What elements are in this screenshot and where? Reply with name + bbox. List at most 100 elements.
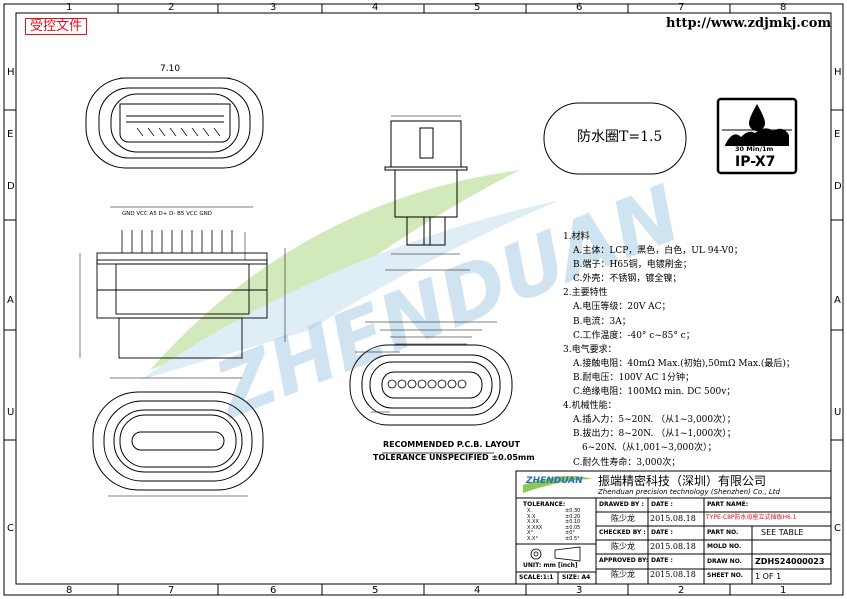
note-line: B.电流：3A； (573, 316, 631, 327)
right-ruler-letter-4: U (834, 407, 842, 418)
part-no-value: SEE TABLE (761, 528, 804, 537)
ip-x7-badge (716, 97, 798, 175)
bottom-ruler-number-7: 1 (780, 585, 787, 596)
bottom-ruler-number-6: 2 (678, 585, 685, 596)
tolerance-key: X.X° (527, 535, 538, 542)
note-line: 4.机械性能： (563, 401, 617, 412)
front-view (92, 377, 264, 497)
tolerance-value: ±0.05 (565, 524, 581, 531)
scale-label: SCALE:1:1 (519, 574, 554, 581)
part-no-label: PART NO. (707, 529, 739, 536)
tolerance-key: X. (527, 508, 533, 514)
date-value-2: 2015.08.18 (650, 542, 696, 551)
side-view (79, 206, 286, 359)
top-ruler-number-5: 6 (576, 2, 583, 13)
ip-badge-time: 30 Min/1m (733, 145, 776, 153)
note-line: B.耐电压：100V AC 1分钟； (573, 372, 694, 383)
tolerance-key: X.XX (527, 519, 539, 525)
pcb-tolerance-note: TOLERANCE UNSPECIFIED ±0.05mm (373, 453, 535, 462)
left-ruler-letter-2: D (7, 181, 15, 192)
top-view-dimension: 7.10 (160, 64, 181, 74)
approved-by-label: APPROVED BY: (599, 557, 649, 564)
projection-symbol (530, 546, 581, 562)
right-ruler-letter-1: E (834, 129, 841, 140)
bottom-ruler-number-4: 4 (474, 585, 481, 596)
note-line: C.耐久性寿命：3,000次； (573, 457, 681, 468)
pcb-layout (349, 321, 513, 426)
right-ruler-letter-0: H (834, 67, 842, 78)
right-ruler-letter-2: D (834, 181, 842, 192)
note-line: 3.电气要求： (563, 344, 617, 355)
note-line: C.工作温度：-40° c~85° c； (573, 330, 695, 341)
note-line: A.插入力：5~20N. （从1~3,000次）； (573, 415, 736, 426)
logo-text: ZHENDUAN (526, 476, 583, 486)
bottom-ruler-number-5: 3 (576, 585, 583, 596)
date-label-3: DATE : (651, 557, 673, 564)
checked-by-value: 陈少龙 (611, 542, 635, 551)
size-label: SIZE: A4 (562, 574, 591, 581)
note-line: C.绝缘电阻：100MΩ min. DC 500v； (573, 387, 736, 398)
drawn-by-value: 陈少龙 (611, 514, 635, 523)
watermark-graphic (140, 170, 560, 380)
part-name-label: PART NAME: (707, 501, 749, 508)
waterproof-box (543, 102, 687, 175)
date-value-3: 2015.08.18 (650, 570, 696, 579)
date-label-1: DATE : (651, 501, 673, 508)
left-ruler-letter-1: E (7, 129, 14, 140)
date-value-1: 2015.08.18 (650, 514, 696, 523)
mold-no-label: MOLD NO. (707, 543, 742, 550)
pin-labels: GND VCC A5 D+ D- B5 VCC GND (122, 211, 212, 217)
company-name-en: Zhenduan precision technology (Shenzhen)… (598, 488, 780, 496)
tolerance-key: X.XXX (527, 524, 543, 531)
part-name-value: TYPE-C8P防水母座立式插板H6.1 (706, 514, 797, 521)
sheet-no-label: SHEET NO. (707, 572, 743, 579)
controlled-document-stamp: 受控文件 (25, 18, 88, 35)
tolerance-value: ±0° (565, 530, 575, 536)
bottom-ruler-number-2: 6 (270, 585, 277, 596)
top-ruler-number-0: 1 (66, 2, 73, 13)
tolerance-label: TOLERANCE: (523, 501, 566, 508)
left-ruler-letter-5: C (7, 523, 14, 534)
draw-no-label: DRAW NO. (707, 558, 742, 565)
left-ruler-letter-0: H (7, 67, 15, 78)
unit-label: UNIT: mm [inch] (523, 562, 578, 569)
tolerance-value: ±0.20 (565, 513, 581, 520)
sheet-no-value: 1 OF 1 (755, 572, 782, 581)
draw-no-value: ZDHS24000023 (755, 557, 825, 566)
top-ruler-number-3: 4 (372, 2, 379, 13)
date-label-2: DATE : (651, 529, 673, 536)
right-ruler-letter-3: A (834, 295, 841, 306)
waterproof-ring-label: 防水圈T=1.5 (577, 129, 663, 145)
right-ruler-letter-5: C (834, 523, 841, 534)
note-line: A.接触电阻：40mΩ Max.(初始),50mΩ Max.(最后)； (573, 358, 795, 369)
top-ruler-number-2: 3 (270, 2, 277, 13)
top-view (85, 77, 264, 169)
checked-by-label: CHECKED BY : (599, 529, 646, 536)
tolerance-key: X° (527, 530, 533, 536)
note-line: C.外壳：不锈钢，镀全镍； (573, 274, 682, 285)
website-url[interactable]: http://www.zdjmkj.com (666, 16, 832, 31)
note-line: A.主体：LCP，黑色，白色，UL 94-V0； (573, 246, 743, 257)
company-logo (523, 476, 593, 493)
title-block-frame (515, 470, 832, 585)
company-name-cn: 振端精密科技（深圳）有限公司 (598, 474, 767, 488)
note-line: 2.主要特性 (563, 288, 608, 299)
top-ruler-number-6: 7 (678, 2, 685, 13)
tolerance-value: ±0.5° (565, 535, 580, 542)
tolerance-value: ±0.10 (565, 519, 581, 525)
top-ruler-number-7: 8 (780, 2, 787, 13)
profile-view (384, 115, 470, 271)
tolerance-key: X.X (527, 513, 536, 520)
note-line: 6~20N.（从1,001~3,000次）； (582, 443, 717, 454)
drawn-by-label: DRAWED BY : (599, 501, 644, 508)
pcb-layout-title: RECOMMENDED P.C.B. LAYOUT (383, 440, 520, 449)
note-line: B.拔出力：8~20N. （从1~1,000次）； (573, 429, 736, 440)
tolerance-value: ±0.30 (565, 508, 581, 514)
note-line: B.端子：H65铜，电镀刷金； (573, 260, 692, 271)
left-ruler-letter-4: U (7, 407, 15, 418)
ip-badge-rating: IP-X7 (735, 154, 776, 170)
left-ruler-letter-3: A (7, 295, 14, 306)
